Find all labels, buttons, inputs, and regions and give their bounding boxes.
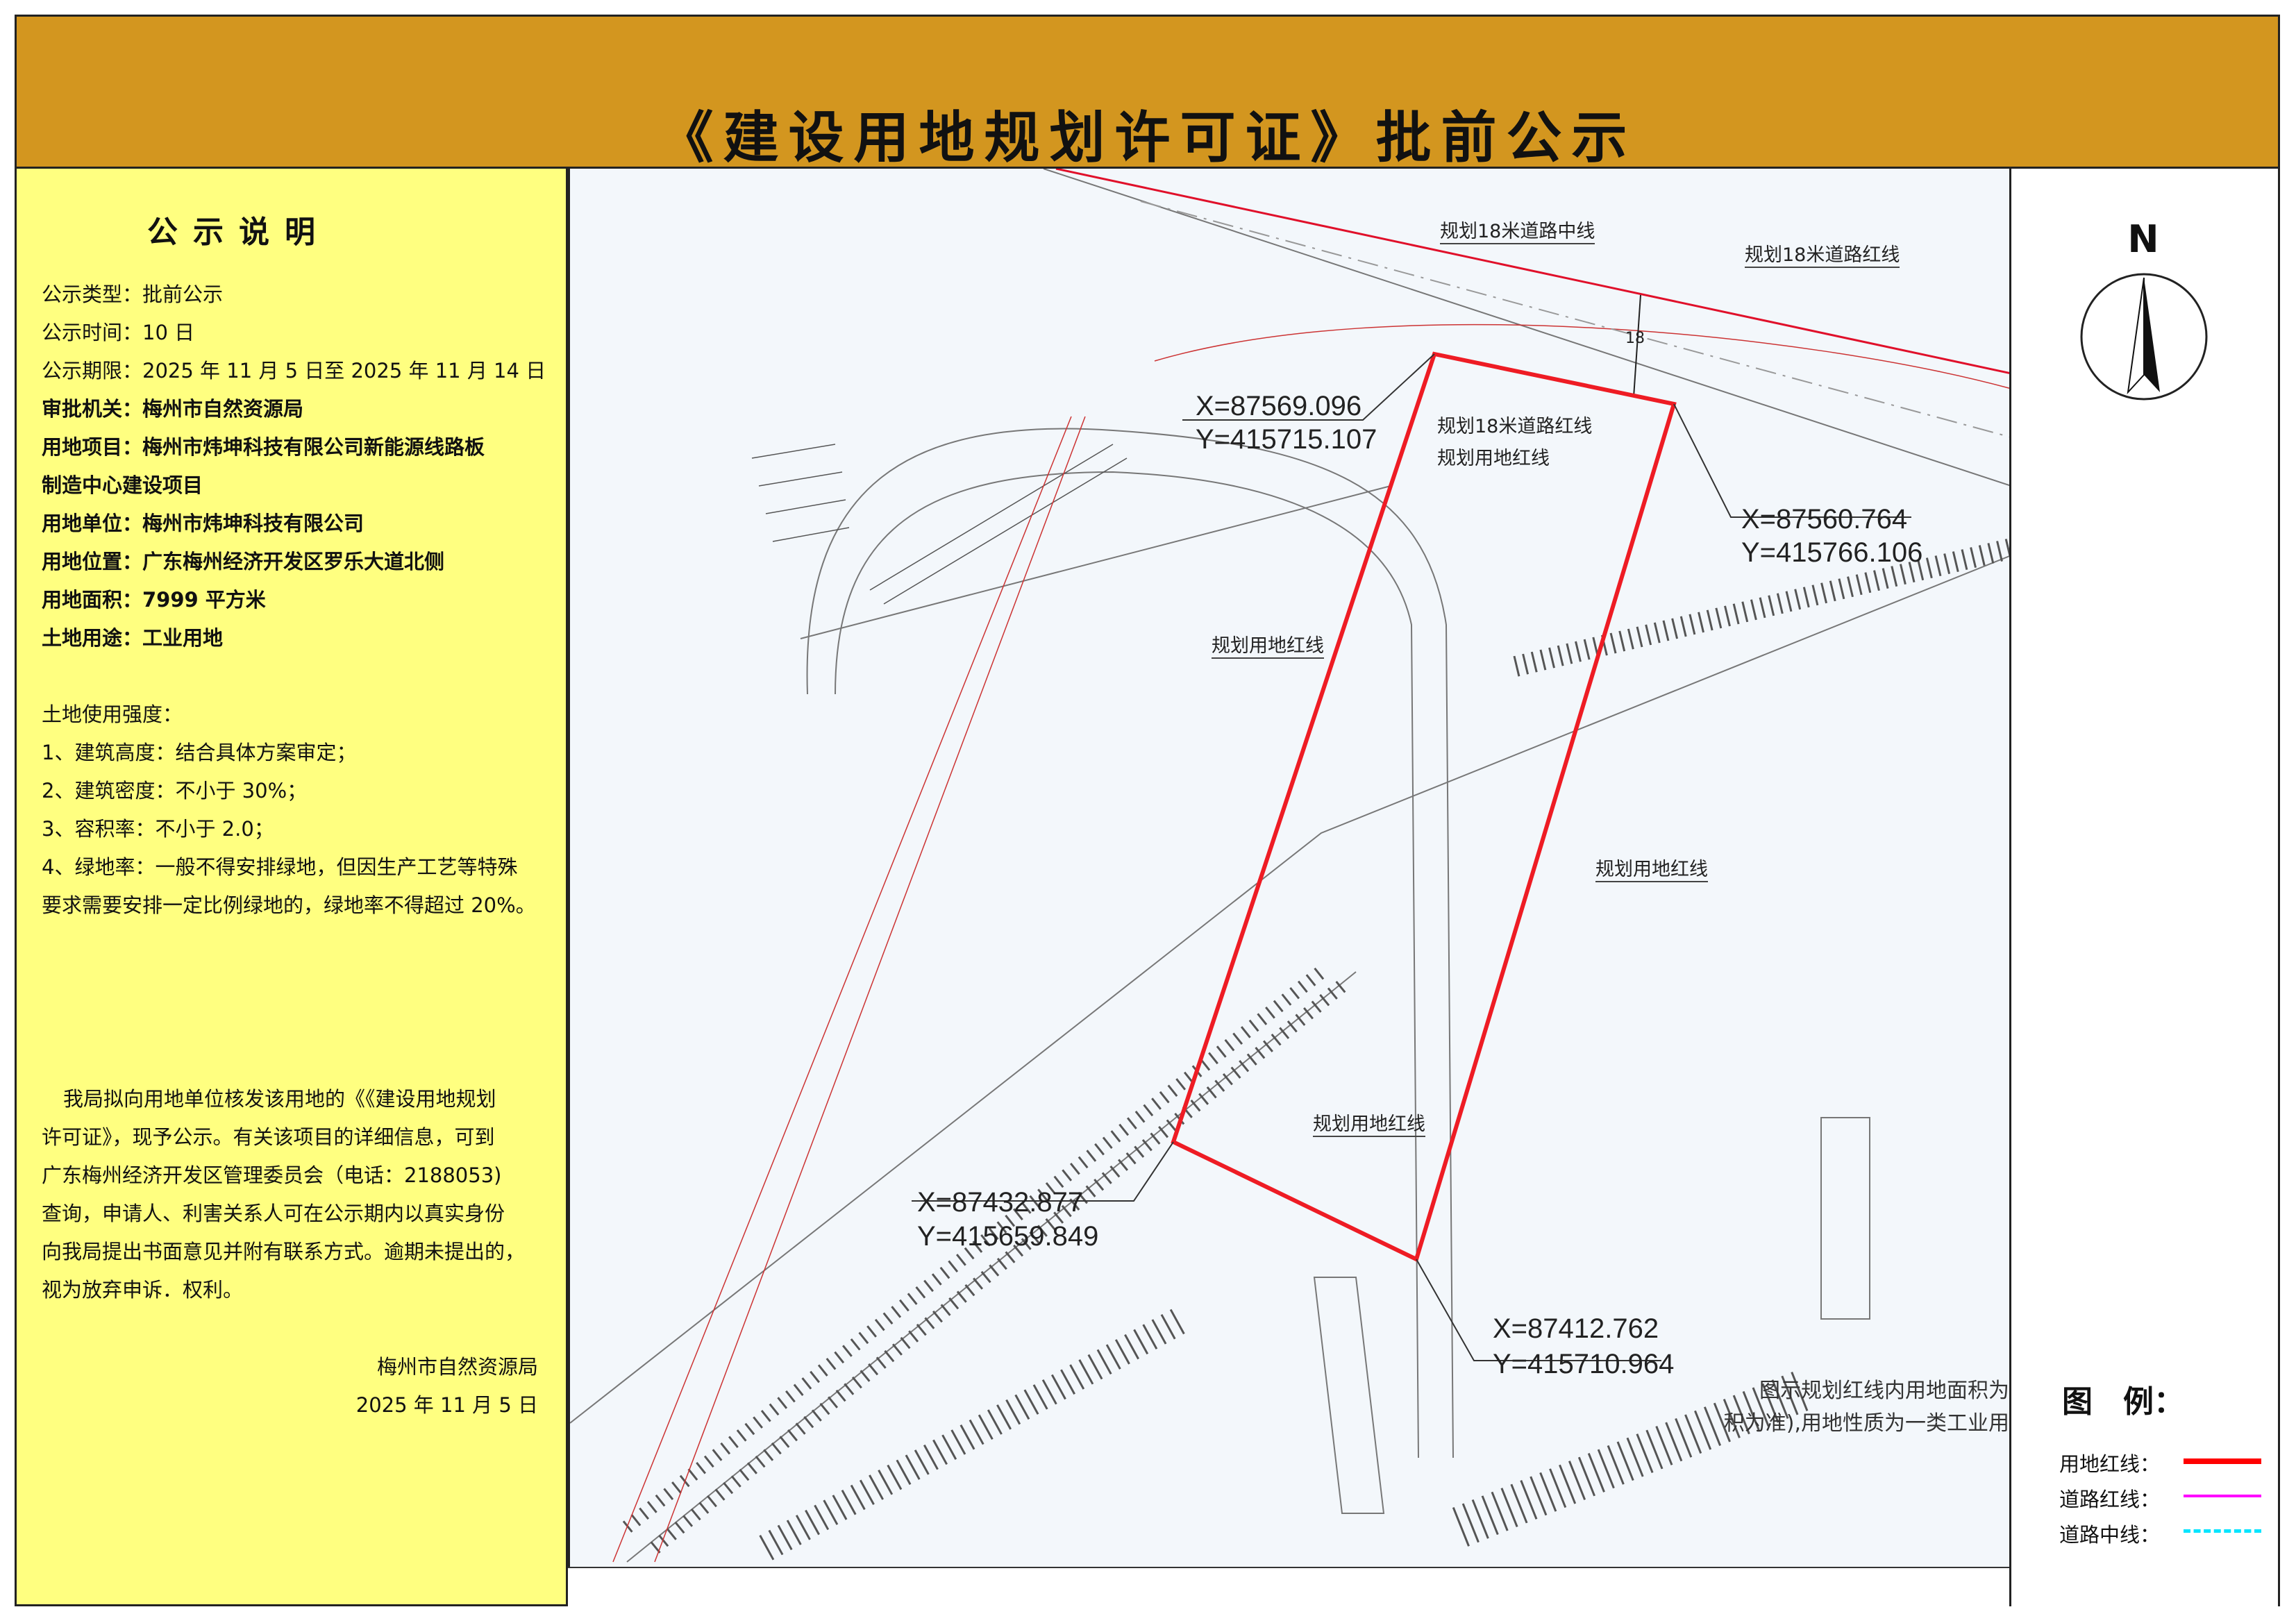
legend-label: 道路中线：: [2059, 1523, 2161, 1547]
label-land-red: 规划用地红线: [1212, 630, 1324, 659]
intensity-line: 3、容积率：不小于 2.0；: [42, 817, 274, 841]
label-road-red-inner: 规划18米道路红线: [1437, 416, 1593, 437]
site-plan-map: 规划18米道路中线 规划18米道路红线 规划18米道路红线 规划用地红线 规划用…: [568, 169, 2009, 1567]
coordinate-x: X=87560.764: [1741, 504, 1908, 535]
notice-line: 公示时间：10 日: [42, 321, 195, 344]
intensity-title: 土地使用强度：: [42, 703, 183, 726]
coordinate-x: X=87432.877: [917, 1187, 1084, 1218]
area-note: 图示规划红线内用地面积为: [1759, 1379, 2009, 1403]
width-mark: 18: [1625, 330, 1645, 347]
signature-date: 2025 年 11 月 5 日: [355, 1393, 538, 1417]
coordinate-y: Y=415659.849: [917, 1221, 1099, 1252]
legend-label: 道路红线：: [2059, 1488, 2161, 1511]
coordinate-x: X=87412.762: [1493, 1313, 1659, 1344]
legend-panel: N 图 例： 用地红线： 道路红线： 道路中线：: [2009, 169, 2280, 1606]
notice-line: 审批机关：梅州市自然资源局: [42, 397, 304, 421]
notice-line: 用地位置：广东梅州经济开发区罗乐大道北侧: [42, 550, 445, 573]
page-title: 《建设用地规划许可证》批前公示: [657, 106, 1637, 170]
notice-line: 土地用途：工业用地: [42, 626, 224, 650]
paragraph-line: 我局拟向用地单位核发该用地的《《建设用地规划: [63, 1087, 496, 1111]
signature: 梅州市自然资源局: [376, 1355, 538, 1379]
notice-panel: 公示说明 公示类型：批前公示 公示时间：10 日 公示期限：2025 年 11 …: [15, 169, 568, 1606]
legend-swatch-road-center: [2184, 1529, 2261, 1533]
north-arrow-icon: [2080, 273, 2208, 401]
area-note: 积为准),用地性质为一类工业用: [1723, 1411, 2009, 1436]
notice-line: 公示类型：批前公示: [42, 283, 224, 306]
coordinate-y: Y=415710.964: [1493, 1349, 1675, 1379]
label-land-red: 规划用地红线: [1437, 448, 1550, 469]
notice-title: 公示说明: [147, 215, 330, 250]
notice-line: 制造中心建设项目: [42, 473, 203, 497]
road-center-line: [1140, 201, 2009, 438]
label-land-red: 规划用地红线: [1595, 854, 1708, 882]
road-red-line: [1055, 169, 2009, 374]
paragraph-line: 向我局提出书面意见并附有联系方式。逾期未提出的，: [42, 1240, 526, 1263]
legend-label: 用地红线：: [2059, 1452, 2161, 1476]
coordinate-x: X=87569.096: [1196, 391, 1362, 421]
intensity-line: 2、建筑密度：不小于 30%；: [42, 779, 308, 802]
notice-line: 公示期限：2025 年 11 月 5 日至 2025 年 11 月 14 日: [42, 359, 546, 382]
intensity-line: 4、绿地率：一般不得安排绿地，但因生产工艺等特殊: [42, 855, 518, 879]
notice-line: 用地项目：梅州市炜坤科技有限公司新能源线路板: [42, 435, 485, 459]
paragraph-line: 查询，申请人、利害关系人可在公示期内以真实身份: [42, 1202, 505, 1225]
legend-swatch-road-red: [2184, 1495, 2261, 1497]
paragraph-line: 视为放弃申诉．权利。: [42, 1278, 244, 1302]
coordinate-y: Y=415766.106: [1741, 537, 1923, 568]
coordinate-y: Y=415715.107: [1196, 424, 1377, 455]
notice-line: 用地单位：梅州市炜坤科技有限公司: [42, 512, 364, 535]
notice-line: 用地面积：7999 平方米: [42, 588, 266, 612]
legend-title: 图 例：: [2062, 1384, 2184, 1420]
label-road-center: 规划18米道路中线: [1440, 216, 1595, 244]
paragraph-line: 许可证》，现予公示。有关该项目的详细信息，可到: [42, 1125, 495, 1149]
slope-hatching: [622, 444, 2009, 1561]
paragraph-line: 广东梅州经济开发区管理委员会（电话：2188053): [42, 1163, 502, 1187]
header-banner: 《建设用地规划许可证》批前公示: [15, 15, 2280, 170]
intensity-line: 1、建筑高度：结合具体方案审定；: [42, 741, 357, 764]
intensity-line: 要求需要安排一定比例绿地的，绿地率不得超过 20%。: [42, 893, 536, 917]
legend-swatch-land-red: [2184, 1458, 2261, 1464]
map-drawing: [570, 169, 2009, 1563]
bottom-strip: [568, 1567, 2009, 1606]
label-road-red: 规划18米道路红线: [1745, 239, 1900, 268]
curved-road: [806, 428, 1454, 1458]
north-label: N: [2127, 217, 2159, 261]
label-land-red: 规划用地红线: [1313, 1109, 1425, 1137]
